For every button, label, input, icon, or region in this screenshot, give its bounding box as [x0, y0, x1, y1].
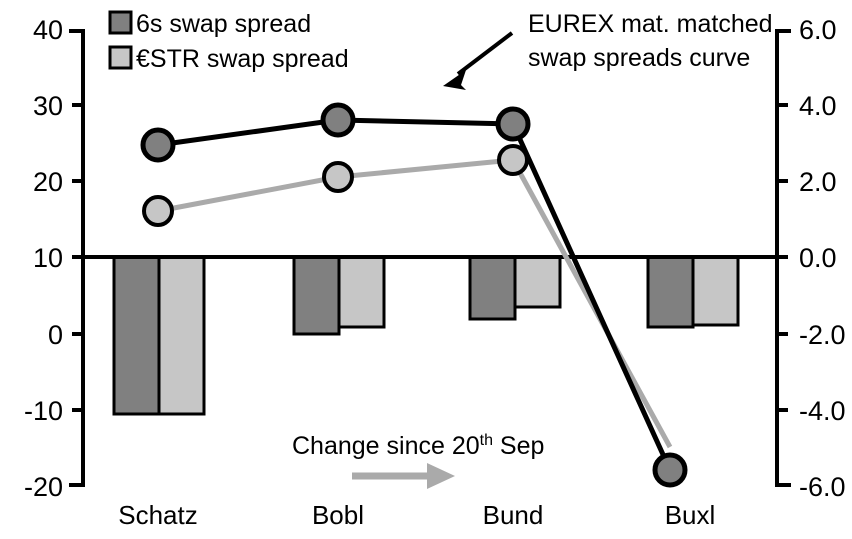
- change-note-main: Change since 20: [292, 432, 480, 460]
- black-marker-bund: [495, 106, 531, 142]
- eurex-arrow-shaft: [456, 31, 514, 76]
- black-marker-schatz: [140, 127, 176, 163]
- eurex-note-line1: EUREX mat. matched: [528, 10, 773, 38]
- right-axis: [775, 29, 791, 487]
- left-tick-label-neg10: -10: [24, 396, 63, 426]
- bar-6s-buxl: [646, 255, 695, 329]
- category-label-schatz: Schatz: [118, 500, 198, 530]
- bar-group-schatz: [112, 255, 206, 416]
- annotation-eurex-curve: EUREX mat. matched swap spreads curve: [443, 10, 773, 90]
- right-tick-label-neg6: -6.0: [799, 472, 846, 502]
- bar-estr-buxl: [691, 255, 740, 327]
- eurex-arrow-head: [443, 70, 466, 90]
- category-label-bobl: Bobl: [312, 500, 364, 530]
- right-tick-label-6: 6.0: [799, 15, 837, 45]
- legend-label-estr: €STR swap spread: [136, 45, 349, 73]
- bar-group-bund: [468, 255, 562, 321]
- legend-label-6s: 6s swap spread: [136, 10, 311, 38]
- right-tick-label-neg4: -4.0: [799, 396, 846, 426]
- left-axis: [69, 29, 85, 487]
- black-line-path: [157, 117, 673, 472]
- change-note-label: Change since 20th Sep: [292, 432, 544, 460]
- legend: 6s swap spread €STR swap spread: [108, 10, 349, 73]
- gray-line-path: [157, 157, 673, 449]
- right-tick-label-4: 4.0: [799, 91, 837, 121]
- gray-marker-schatz: [142, 195, 174, 227]
- bar-estr-schatz: [157, 255, 206, 416]
- bar-estr-bobl: [337, 255, 386, 329]
- left-tick-label-0: 0: [48, 320, 63, 350]
- left-tick-label-30: 30: [33, 91, 63, 121]
- black-marker-buxl: [652, 452, 688, 488]
- left-tick-label-40: 40: [33, 15, 63, 45]
- black-marker-bobl: [320, 102, 356, 138]
- category-label-buxl: Buxl: [665, 500, 716, 530]
- bar-6s-schatz: [112, 255, 161, 416]
- right-tick-label-2: 2.0: [799, 167, 837, 197]
- left-tick-label-20: 20: [33, 167, 63, 197]
- gray-marker-bobl: [322, 161, 354, 193]
- bar-group-buxl: [646, 255, 740, 329]
- category-label-bund: Bund: [483, 500, 544, 530]
- annotation-change-since-sep: Change since 20th Sep: [292, 432, 544, 489]
- eurex-note-line2: swap spreads curve: [528, 44, 750, 72]
- right-tick-label-neg2: -2.0: [799, 320, 846, 350]
- left-tick-label-10: 10: [33, 243, 63, 273]
- bar-6s-bobl: [292, 255, 341, 336]
- left-tick-label-neg20: -20: [24, 472, 63, 502]
- bar-estr-bund: [513, 255, 562, 309]
- series-line-eurex-curve: [140, 102, 688, 488]
- legend-swatch-6s: [108, 10, 133, 35]
- change-arrow-head: [427, 463, 455, 489]
- change-note-sup: th: [480, 432, 493, 449]
- bar-group-bobl: [292, 255, 386, 336]
- change-note-tail: Sep: [493, 432, 544, 460]
- legend-swatch-estr: [108, 45, 133, 70]
- bar-6s-bund: [468, 255, 517, 321]
- right-tick-label-0: 0.0: [799, 243, 837, 273]
